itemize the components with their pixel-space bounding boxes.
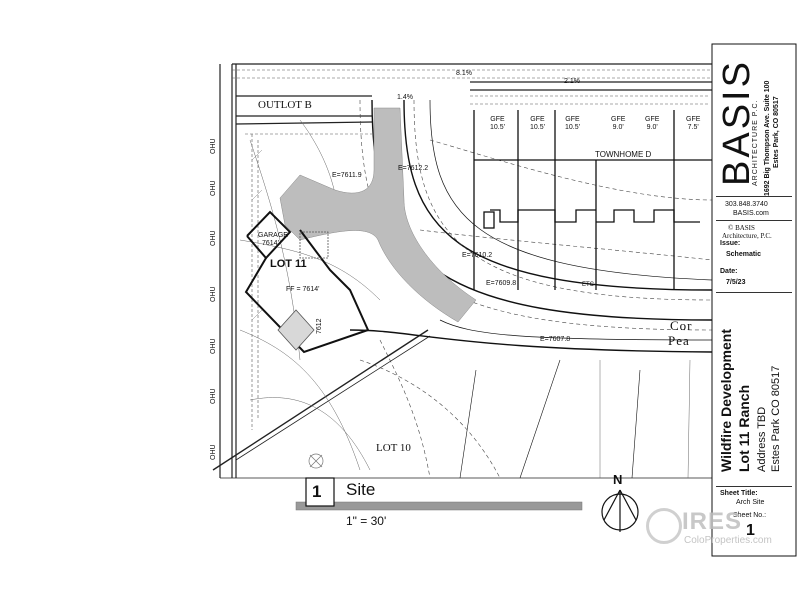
title-block-divider-1 (716, 196, 792, 197)
north-arrow-icon (602, 494, 638, 530)
north-arrow-label: N (613, 472, 623, 487)
copyright-line1: © BASIS (728, 224, 755, 232)
firm-subtitle: ARCHITECTURE P.C. (752, 99, 759, 187)
project-address-line2: Estes Park CO 80517 (770, 365, 782, 472)
project-name-line2: Lot 11 Ranch (736, 384, 752, 472)
issue-value: Schematic (726, 251, 762, 258)
townhome-d-label: TOWNHOME D (595, 150, 652, 159)
garage-ff-label: 7614' (262, 240, 279, 247)
date-label: Date: (720, 268, 738, 275)
watermark-url: ColoProperties.com (684, 535, 772, 546)
garage-label: GARAGE (258, 232, 288, 239)
ohu-tag-4: OHU (210, 286, 217, 302)
issue-label: Issue: (720, 240, 741, 247)
title-block-divider-3 (716, 292, 792, 293)
street-name-line2: Pea (668, 333, 690, 348)
firm-web: BASIS.com (733, 210, 769, 217)
sheet-no-value: 1 (746, 522, 755, 539)
slope-label-2: 2.1% (564, 78, 580, 85)
contour-7612-label: 7612 (316, 318, 323, 334)
firm-address-line1: 1692 Big Thompson Ave. Suite 100 (764, 80, 771, 196)
title-block-divider-4 (716, 486, 792, 487)
slope-label-1: 8.1% (456, 70, 472, 77)
sheet-title-value: Arch Site (736, 499, 765, 506)
lot-11-label: LOT 11 (270, 258, 307, 270)
view-title: Site (346, 480, 376, 499)
spot-elev-1: E=7612.2 (398, 165, 429, 172)
project-name-line1: Wildfire Development (718, 328, 734, 472)
ohu-tag-6: OHU (210, 388, 217, 404)
spot-elev-3: E=7610.2 (462, 252, 493, 259)
title-block-divider-2 (716, 220, 792, 221)
street-name-line1: Cor (670, 318, 693, 333)
spot-elev-4: E=7609.8 (486, 280, 517, 287)
date-value: 7/5/23 (726, 279, 746, 286)
watermark-brand: IRES (682, 508, 743, 535)
copyright-line2: Architecture, P.C. (722, 232, 772, 240)
scale-label: 1" = 30' (346, 514, 387, 528)
project-address-line1: Address TBD (756, 406, 768, 472)
ohu-tag-3: OHU (210, 230, 217, 246)
etc-tag: ETC (582, 282, 594, 288)
ohu-tag-2: OHU (210, 180, 217, 196)
view-number: 1 (312, 482, 322, 501)
firm-address-line2: Estes Park, CO 80517 (773, 96, 780, 168)
ohu-tag-5: OHU (210, 338, 217, 354)
ohu-tag-1: OHU (210, 138, 217, 154)
watermark-circle-icon (646, 508, 682, 544)
ff-label: FF = 7614' (286, 286, 320, 293)
firm-phone: 303.848.3740 (725, 201, 768, 208)
lot-10-label: LOT 10 (376, 442, 411, 454)
spot-elev-2: E=7611.9 (332, 172, 362, 179)
slope-label-3: 1.4% (397, 94, 413, 101)
outlot-b-label: OUTLOT B (258, 99, 312, 111)
spot-elev-5: E=7607.8 (540, 336, 571, 343)
sheet-no-label: Sheet No.: (733, 512, 767, 519)
sheet-title-label: Sheet Title: (720, 490, 758, 497)
ohu-tag-7: OHU (210, 444, 217, 460)
